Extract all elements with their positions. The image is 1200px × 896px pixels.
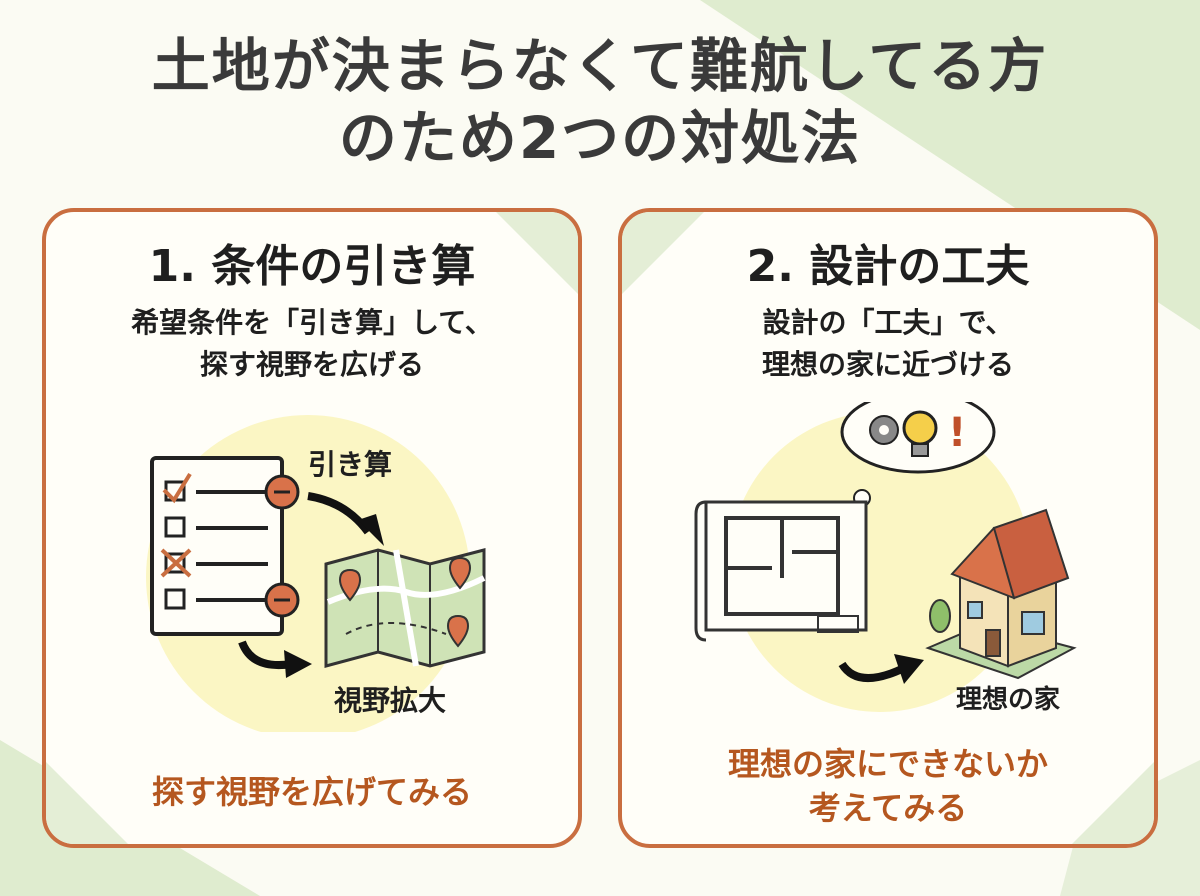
panel-heading: 2. 設計の工夫 bbox=[746, 241, 1030, 292]
panel-caption: 探す視野を広げてみる bbox=[46, 770, 578, 814]
title-line-1: 土地が決まらなくて難航してる方 bbox=[151, 32, 1049, 100]
panel-design-ingenuity: 2. 設計の工夫 設計の「工夫」で、 理想の家に近づける ! bbox=[618, 208, 1158, 848]
subtitle-line-1: 設計の「工夫」で、 bbox=[762, 306, 1014, 339]
subtitle-line-1: 希望条件を「引き算」して、 bbox=[131, 306, 493, 339]
ideal-house-label: 理想の家 bbox=[956, 684, 1060, 715]
corner-decoration bbox=[46, 762, 128, 844]
house-icon bbox=[925, 508, 1077, 680]
panel-caption: 理想の家にできないか 考えてみる bbox=[622, 742, 1154, 830]
corner-decoration bbox=[1072, 762, 1154, 844]
arrow-icon bbox=[238, 640, 312, 678]
caption-line-1: 探す視野を広げてみる bbox=[151, 773, 472, 811]
page-title: 土地が決まらなくて難航してる方 のため2つの対処法 bbox=[0, 30, 1200, 174]
panel-subtitle: 設計の「工夫」で、 理想の家に近づける bbox=[622, 302, 1154, 386]
checklist-icon bbox=[150, 456, 284, 636]
minus-icon bbox=[264, 474, 300, 510]
expand-view-label: 視野拡大 bbox=[334, 684, 446, 717]
arrow-icon bbox=[838, 654, 924, 684]
subtraction-label: 引き算 bbox=[308, 448, 392, 481]
panel-heading: 1. 条件の引き算 bbox=[148, 241, 476, 292]
corner-decoration bbox=[496, 212, 578, 294]
corner-decoration bbox=[622, 212, 704, 294]
caption-line-2: 考えてみる bbox=[808, 789, 968, 827]
blueprint-icon bbox=[694, 500, 868, 642]
svg-text:!: ! bbox=[948, 410, 966, 456]
subtitle-line-2: 理想の家に近づける bbox=[761, 348, 1014, 381]
arrow-icon bbox=[307, 492, 384, 546]
subtitle-line-2: 探す視野を広げる bbox=[199, 348, 424, 381]
title-line-2: のため2つの対処法 bbox=[338, 104, 862, 172]
idea-bubble-icon: ! bbox=[840, 402, 996, 520]
design-illustration: ! 理想の家 bbox=[694, 402, 1077, 715]
caption-line-1: 理想の家にできないか bbox=[727, 745, 1048, 783]
subtraction-illustration: 引き算 視野拡大 bbox=[146, 415, 486, 732]
panel-condition-subtraction: 1. 条件の引き算 希望条件を「引き算」して、 探す視野を広げる bbox=[42, 208, 582, 848]
minus-icon bbox=[264, 582, 300, 618]
panel-subtitle: 希望条件を「引き算」して、 探す視野を広げる bbox=[46, 302, 578, 386]
map-icon bbox=[324, 548, 486, 668]
